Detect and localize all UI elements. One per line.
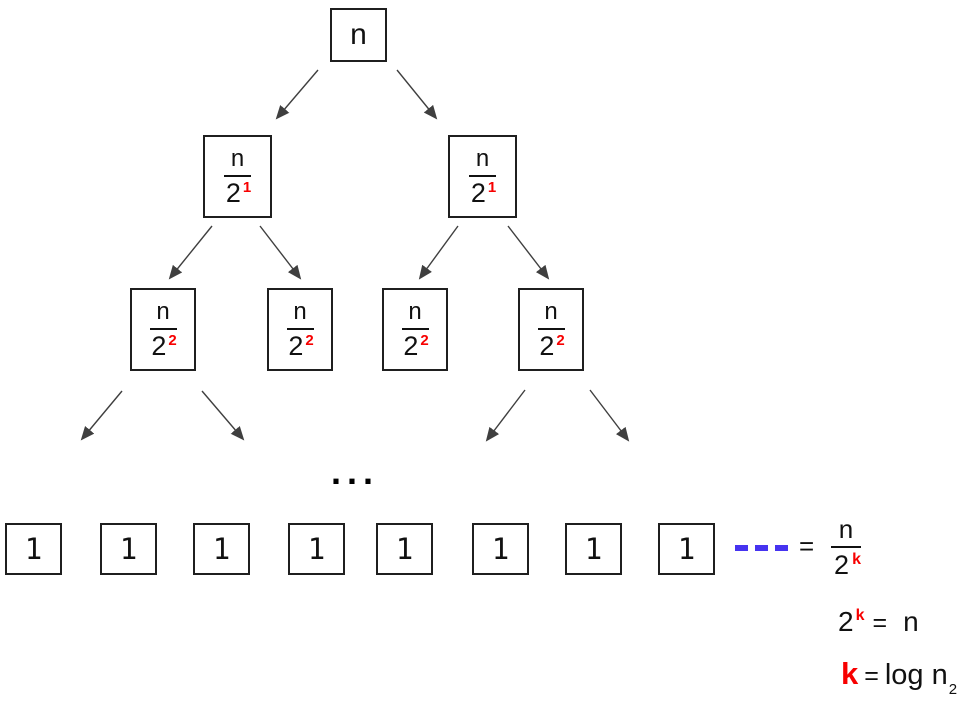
fraction-bar xyxy=(286,327,314,330)
fraction-numerator: n xyxy=(408,297,422,325)
leaf-label: 1 xyxy=(677,531,696,566)
fraction-bar xyxy=(537,327,565,330)
arrow-root-left xyxy=(275,69,319,120)
leaf-label: 1 xyxy=(24,531,43,566)
dash-segment xyxy=(755,545,768,551)
ellipsis: . . . xyxy=(331,451,373,492)
denominator-exponent: 1 xyxy=(487,178,497,196)
dashed-line xyxy=(735,545,795,551)
leaf-node-2: 1 xyxy=(100,523,157,575)
denominator-base: 2 xyxy=(288,330,304,361)
fraction-numerator: n xyxy=(475,144,490,172)
fraction-numerator: n xyxy=(544,297,558,325)
equation2-equals: = xyxy=(872,609,888,637)
equation2-base: 2 xyxy=(838,606,854,637)
leaf-node-8: 1 xyxy=(658,523,715,575)
denominator-base: 2 xyxy=(834,550,850,580)
root-label: n xyxy=(350,18,367,51)
denominator-exponent: 2 xyxy=(556,331,565,349)
arrow-l1b-left xyxy=(418,225,459,280)
arrow-l2a-left xyxy=(80,390,123,441)
leaf-label: 1 xyxy=(584,531,603,566)
denominator-exponent: 1 xyxy=(242,178,252,196)
leaf-node-4: 1 xyxy=(288,523,345,575)
equation3: k=log n2 xyxy=(841,656,957,697)
leaf-label: 1 xyxy=(307,531,326,566)
arrow-l2d-right xyxy=(589,389,630,442)
leaf-node-7: 1 xyxy=(565,523,622,575)
fraction-numerator: n xyxy=(838,514,854,544)
equation2-exponent: k xyxy=(855,607,865,624)
fraction-bar xyxy=(831,546,861,548)
denominator-base: 2 xyxy=(470,177,486,208)
fraction-bar xyxy=(224,174,251,177)
arrow-l1a-left xyxy=(168,225,213,280)
leaf-node-3: 1 xyxy=(193,523,250,575)
dash-segment xyxy=(735,545,748,551)
tree-node-root: n xyxy=(330,8,387,62)
fraction-numerator: n xyxy=(156,297,170,325)
leaf-label: 1 xyxy=(491,531,510,566)
denominator-exponent: 2 xyxy=(168,331,177,349)
denominator-base: 2 xyxy=(403,330,419,361)
equation3-equals: = xyxy=(864,662,879,690)
leaf-label: 1 xyxy=(212,531,231,566)
leaf-node-6: 1 xyxy=(472,523,529,575)
arrow-l1b-right xyxy=(507,225,550,280)
leaf-node-1: 1 xyxy=(5,523,62,575)
denominator-exponent: 2 xyxy=(420,331,429,349)
fraction-bar xyxy=(401,327,429,330)
arrow-l1a-right xyxy=(259,225,302,280)
arrow-l2d-left xyxy=(485,389,526,442)
dash-segment xyxy=(775,545,788,551)
denominator-exponent: k xyxy=(852,551,861,568)
arrow-l2a-right xyxy=(201,390,245,441)
equation1-equals: = xyxy=(799,531,815,561)
equation3-subscript: 2 xyxy=(948,681,958,698)
equation3-rhs: log n xyxy=(884,659,948,691)
leaf-node-5: 1 xyxy=(376,523,433,575)
leaf-label: 1 xyxy=(119,531,138,566)
fraction-bar xyxy=(149,327,177,330)
leaf-label: 1 xyxy=(395,531,414,566)
fraction-bar xyxy=(469,174,496,177)
equation3-lhs: k xyxy=(841,656,859,691)
denominator-base: 2 xyxy=(539,330,555,361)
fraction-numerator: n xyxy=(230,144,245,172)
equation2-rhs: n xyxy=(903,606,919,637)
arrow-root-right xyxy=(396,69,438,120)
denominator-exponent: 2 xyxy=(305,331,314,349)
denominator-base: 2 xyxy=(151,330,167,361)
fraction-numerator: n xyxy=(293,297,307,325)
denominator-base: 2 xyxy=(225,177,241,208)
